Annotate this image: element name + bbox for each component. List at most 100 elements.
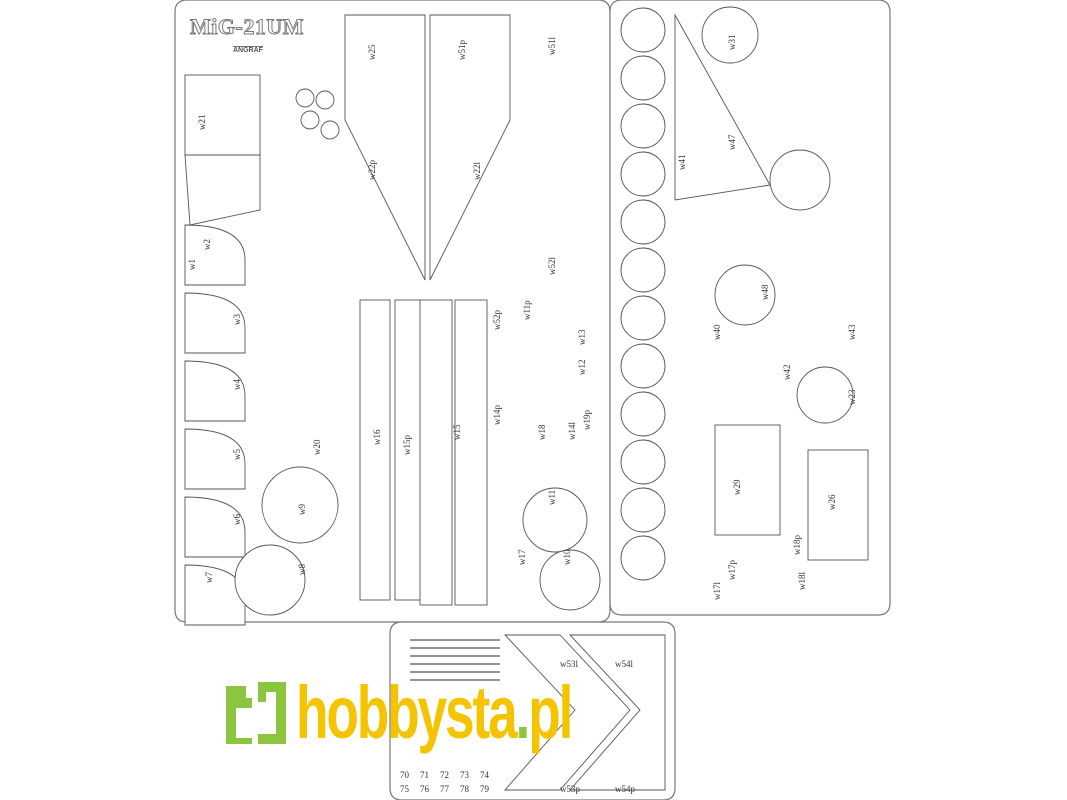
part-label: w10 — [562, 549, 572, 565]
part-label: w41 — [677, 155, 687, 171]
part-label: w1 — [187, 259, 197, 270]
part-shape — [300, 110, 320, 130]
part-shape — [184, 224, 246, 286]
part-label: w54p — [615, 784, 635, 794]
part-label: w6 — [232, 514, 242, 525]
bracket-logo-icon — [226, 682, 286, 744]
part-shape — [620, 295, 666, 341]
part-shape — [807, 449, 869, 561]
part-label: w51l — [547, 37, 557, 55]
part-shape — [620, 103, 666, 149]
part-shape — [701, 6, 759, 64]
part-label: w26 — [827, 494, 837, 510]
part-label: w31 — [727, 35, 737, 51]
part-shape — [620, 535, 666, 581]
part-shape — [620, 247, 666, 293]
part-label: w11 — [547, 490, 557, 505]
part-label: w53l — [560, 659, 578, 669]
part-shape — [539, 549, 601, 611]
part-label: w53p — [560, 784, 580, 794]
part-shape — [769, 149, 831, 211]
part-label: w15 — [452, 424, 462, 440]
part-shape — [620, 439, 666, 485]
part-shape — [620, 55, 666, 101]
part-shape — [620, 7, 666, 53]
part-label: w18 — [537, 424, 547, 440]
part-label: 77 — [440, 784, 450, 794]
part-label: w42 — [782, 365, 792, 381]
part-label: w47 — [727, 134, 737, 150]
part-shape — [568, 634, 666, 791]
part-label: w13 — [577, 329, 587, 345]
part-label: w17p — [727, 560, 737, 580]
part-label: w43 — [847, 324, 857, 340]
part-label: 73 — [460, 770, 470, 780]
sheet-title: MiG-21UM — [190, 14, 304, 40]
maker-mark: ANGRAF — [233, 46, 263, 54]
part-shape — [620, 151, 666, 197]
part-shape — [522, 487, 588, 553]
watermark-tld: pl — [528, 671, 573, 754]
part-shape — [184, 360, 246, 422]
part-label: w17l — [712, 582, 722, 600]
part-label: w29 — [732, 479, 742, 495]
part-label: w22p — [367, 160, 377, 180]
part-label: w5 — [232, 449, 242, 460]
part-shape — [796, 366, 854, 424]
part-shape — [184, 496, 246, 558]
part-shape — [620, 199, 666, 245]
part-shape — [429, 14, 511, 281]
part-shape — [454, 299, 488, 606]
part-label: 76 — [420, 784, 430, 794]
part-shape — [344, 14, 426, 281]
part-label: w12 — [577, 360, 587, 376]
watermark-logo: hobbysta.pl — [222, 676, 678, 750]
part-label: w52l — [547, 257, 557, 275]
part-label: w14l — [567, 422, 577, 440]
part-label: 72 — [440, 770, 449, 780]
part-label: w17 — [517, 549, 527, 565]
part-label: w2 — [202, 239, 212, 250]
part-label: w18l — [797, 572, 807, 590]
part-label: 70 — [400, 770, 410, 780]
part-shape — [295, 88, 315, 108]
part-shape — [620, 391, 666, 437]
part-label: w3 — [232, 314, 242, 325]
part-label: w7 — [204, 572, 214, 583]
part-label: w21 — [197, 115, 207, 131]
part-label: w16 — [372, 429, 382, 445]
watermark-dot: . — [515, 671, 531, 754]
part-shape — [714, 264, 776, 326]
part-label: w25 — [367, 44, 377, 60]
part-label: w48 — [760, 284, 770, 300]
part-shape — [234, 544, 306, 616]
part-label: w19p — [582, 410, 592, 430]
part-shape — [184, 292, 246, 354]
watermark-brand: hobbysta — [296, 671, 518, 754]
part-label: w15p — [402, 435, 412, 455]
part-label: w23 — [847, 389, 857, 405]
part-shape — [184, 74, 261, 156]
part-shape — [714, 424, 781, 536]
part-shape — [320, 120, 340, 140]
part-shape — [503, 634, 631, 791]
part-label: w14p — [492, 405, 502, 425]
part-shape — [261, 466, 339, 544]
part-label: w20 — [312, 439, 322, 455]
part-label: w40 — [712, 324, 722, 340]
part-label: w11p — [522, 300, 532, 320]
part-shape — [184, 428, 246, 490]
part-label: w9 — [297, 504, 307, 515]
part-label: w54l — [615, 659, 633, 669]
part-label: 79 — [480, 784, 490, 794]
part-shape — [315, 90, 335, 110]
part-shape — [359, 299, 391, 601]
part-label: 75 — [400, 784, 410, 794]
part-label: w18p — [792, 535, 802, 555]
part-shape — [620, 343, 666, 389]
part-label: 78 — [460, 784, 470, 794]
part-label: 74 — [480, 770, 490, 780]
part-label: w52p — [492, 310, 502, 330]
part-label: w22l — [472, 162, 482, 180]
